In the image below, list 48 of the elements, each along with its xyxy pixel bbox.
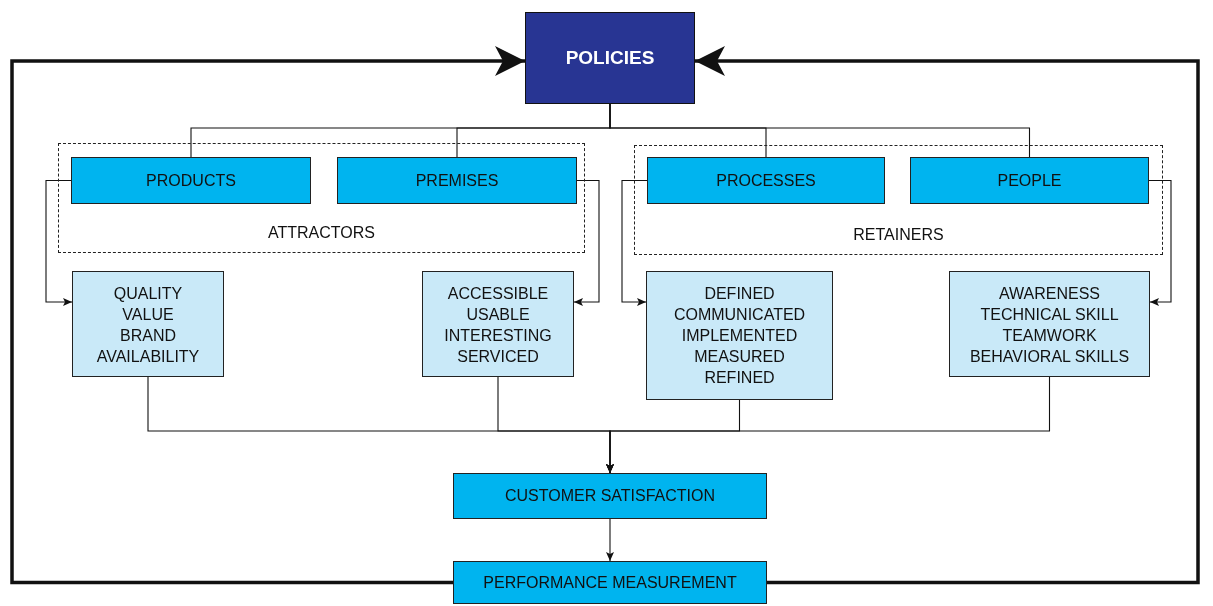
box-label: CUSTOMER SATISFACTION (504, 487, 716, 505)
box-label: IMPLEMENTED (681, 326, 798, 346)
box-label: PRODUCTS (146, 171, 236, 190)
arrow (10, 46, 525, 585)
dashed-group-box (634, 145, 1163, 255)
detail-box (422, 271, 574, 377)
box-label: PROCESSES (716, 171, 816, 190)
arrow (573, 179, 600, 306)
process-box (453, 561, 767, 604)
box-label: TECHNICAL SKILL (980, 305, 1119, 325)
box-label: BEHAVIORAL SKILLS (969, 347, 1130, 367)
process-box (910, 157, 1149, 204)
box-label: DEFINED (704, 284, 775, 304)
dashed-group-box (58, 143, 585, 253)
connector-line (609, 103, 1031, 158)
arrow (1148, 179, 1172, 306)
arrow (621, 179, 648, 306)
box-label: AVAILABILITY (96, 347, 200, 367)
box-label: TEAMWORK (1002, 326, 1097, 346)
detail-box (72, 271, 224, 377)
process-box (647, 157, 885, 204)
detail-box (646, 271, 833, 400)
box-label: VALUE (122, 305, 174, 325)
box-label: ACCESSIBLE (447, 284, 549, 304)
box-label: PERFORMANCE MEASUREMENT (483, 573, 737, 592)
box-label: MEASURED (694, 347, 785, 367)
box-label: SERVICED (457, 347, 539, 367)
box-label: POLICIES (565, 47, 655, 69)
box-label: REFINED (704, 368, 775, 388)
box-label: BRAND (120, 326, 176, 346)
policy-box (525, 12, 695, 104)
arrow (695, 46, 1200, 585)
process-box (453, 473, 767, 519)
group-label: RETAINERS (852, 226, 945, 244)
process-box (71, 157, 311, 204)
box-label: USABLE (466, 305, 530, 325)
process-box (337, 157, 577, 204)
arrow (45, 179, 73, 306)
arrow (606, 518, 614, 562)
detail-box (949, 271, 1150, 377)
box-label: PREMISES (415, 171, 499, 190)
box-label: INTERESTING (444, 326, 552, 346)
box-label: PEOPLE (997, 171, 1062, 190)
box-label: QUALITY (113, 284, 183, 304)
arrow (606, 376, 1051, 474)
group-label: ATTRACTORS (267, 224, 376, 242)
box-label: COMMUNICATED (673, 305, 806, 325)
box-label: AWARENESS (998, 284, 1101, 304)
